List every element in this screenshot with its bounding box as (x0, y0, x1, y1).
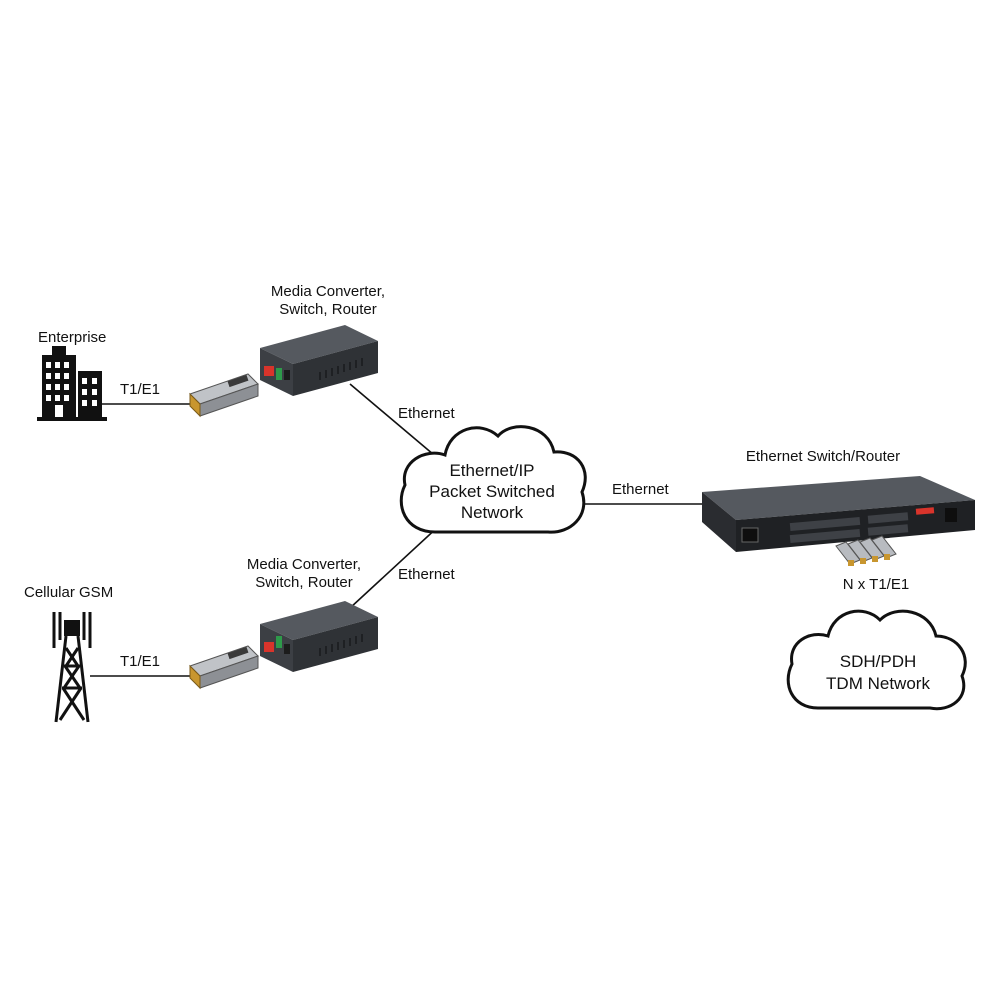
ethernet-bottom-label: Ethernet (398, 566, 456, 583)
media-converter-top-label-line1: Media Converter, (271, 283, 385, 300)
tdm-network-cloud (786, 609, 967, 711)
sfp-module-top-icon (189, 373, 259, 418)
media-converter-bottom-label-line2: Switch, Router (255, 574, 353, 591)
t1e1-top-label: T1/E1 (120, 381, 160, 398)
enterprise-label: Enterprise (38, 329, 106, 346)
n-t1e1-label: N x T1/E1 (843, 576, 909, 593)
ethernet-right-label: Ethernet (612, 481, 670, 498)
top-converter-to-cloud-line (349, 383, 441, 461)
packet-network-label-line3: Network (461, 503, 524, 522)
packet-network-label-line1: Ethernet/IP (449, 461, 534, 480)
enterprise-building-icon (37, 346, 107, 421)
cellular-tower-icon (52, 612, 92, 723)
ethernet-switch-router-device (702, 476, 975, 552)
cellular-gsm-label: Cellular GSM (24, 584, 113, 601)
n-sfp-modules-icon (835, 535, 897, 566)
ethernet-top-label: Ethernet (398, 405, 456, 422)
sfp-module-bottom-icon (189, 645, 259, 690)
media-converter-bottom-label-line1: Media Converter, (247, 556, 361, 573)
t1e1-bottom-label: T1/E1 (120, 653, 160, 670)
ethernet-switch-router-label: Ethernet Switch/Router (746, 448, 900, 465)
media-converter-bottom-device (260, 601, 378, 672)
tdm-network-label-line1: SDH/PDH (840, 652, 917, 671)
bottom-converter-to-cloud-line (349, 524, 441, 609)
tdm-network-label-line2: TDM Network (826, 674, 930, 693)
media-converter-top-device (260, 325, 378, 396)
packet-network-cloud (399, 425, 587, 534)
media-converter-top-label-line2: Switch, Router (279, 301, 377, 318)
packet-network-label-line2: Packet Switched (429, 482, 555, 501)
